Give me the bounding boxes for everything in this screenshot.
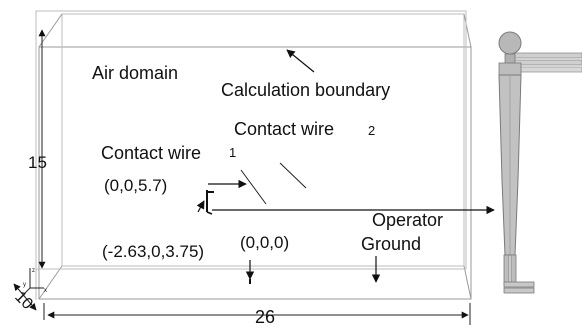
coord-origin-label: (0,0,0) [240,233,289,252]
domain-back-face [61,13,465,267]
axis-z-label: z [32,268,35,274]
calculation-boundary-callout: Calculation boundary [221,49,390,100]
calculation-boundary-label: Calculation boundary [221,80,390,100]
axis-triad: z x y [21,268,47,297]
contact-wire-1: Contact wire 1 [101,143,267,205]
contact-wire-1-line [240,169,267,205]
axis-x-label: x [44,288,47,294]
width-dimension: 26 [43,303,471,327]
contact-wire-2-line [279,162,307,189]
contact-wire-1-label: Contact wire [101,143,201,163]
contact-wire-2: Contact wire 2 [234,119,375,189]
contact-wire-2-label: Contact wire [234,119,334,139]
axis-y-label: y [23,282,26,288]
width-label: 26 [255,307,275,327]
operator-label: Operator [372,210,443,230]
coord-b-label: (-2.63,0,3.75) [102,242,204,261]
air-domain-label: Air domain [92,63,178,83]
air-domain-box [35,10,472,300]
operator-figure [498,31,582,294]
contact-wire-1-number: 1 [229,145,236,160]
height-label: 15 [28,153,47,172]
contact-wire-2-number: 2 [368,123,375,138]
height-dimension: 15 [28,29,47,269]
operator-marker [196,190,495,215]
coord-a-label: (0,0,5.7) [104,176,167,195]
operator-head [498,31,522,55]
coord-a-callout: (0,0,5.7) [104,176,247,195]
depth-label: 10 [11,288,36,313]
ground-label: Ground [361,234,421,254]
